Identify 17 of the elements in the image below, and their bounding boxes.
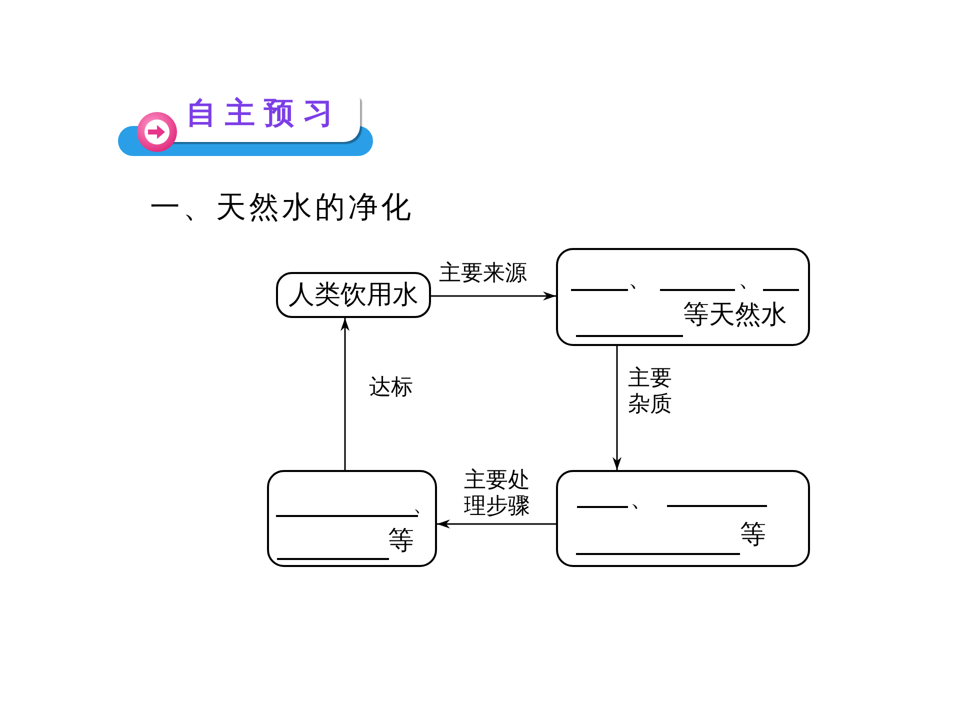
arrow xyxy=(437,520,556,528)
node-text: 等 xyxy=(740,522,766,548)
list-comma: 、 xyxy=(630,486,654,510)
rounded-box xyxy=(556,248,810,346)
node-text: 人类饮用水 xyxy=(288,282,418,308)
list-comma: 、 xyxy=(413,494,433,514)
heading: 一、天然水的净化 xyxy=(150,193,414,223)
node-text: 等天然水 xyxy=(683,302,787,328)
arrow xyxy=(612,346,622,470)
list-comma: 、 xyxy=(628,266,652,290)
rounded-box xyxy=(267,470,437,567)
list-comma: 、 xyxy=(738,266,762,290)
rounded-box xyxy=(556,470,810,567)
arrow xyxy=(431,292,556,300)
arrow xyxy=(340,318,350,470)
node-text: 等 xyxy=(388,528,414,554)
rounded-box xyxy=(276,272,431,318)
